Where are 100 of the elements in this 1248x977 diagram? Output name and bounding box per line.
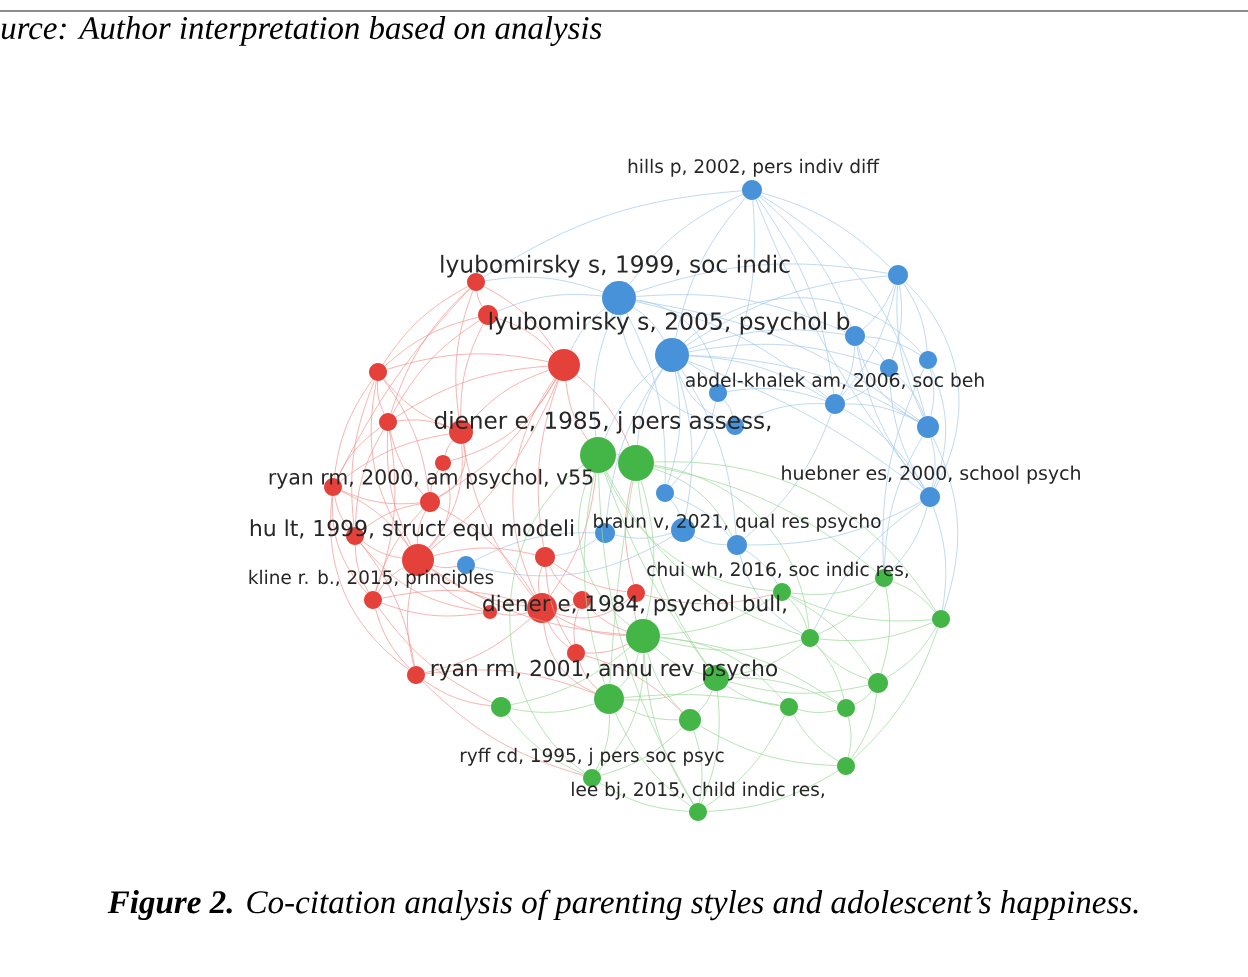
link-line (375, 430, 396, 592)
link-line (790, 595, 933, 622)
link-line (739, 554, 803, 634)
link-line (614, 712, 692, 807)
network-node (689, 803, 707, 821)
link-line (653, 461, 937, 612)
link-line (430, 568, 528, 607)
link-line (815, 644, 845, 700)
link-line (389, 430, 424, 495)
link-line (653, 464, 810, 630)
node-label: hu lt, 1999, struct equ modeli (250, 519, 574, 541)
link-line (593, 313, 613, 438)
link-line (744, 413, 832, 539)
link-line (506, 714, 584, 775)
link-line (623, 694, 781, 706)
network-node (837, 699, 855, 717)
network-node (364, 591, 382, 609)
link-line (688, 355, 827, 400)
link-line (550, 472, 597, 596)
link-line (635, 301, 828, 398)
network-node (420, 492, 440, 512)
node-label: abdel-khalek am, 2006, soc beh (685, 372, 984, 389)
link-line (852, 627, 939, 761)
link-line (647, 652, 683, 713)
link-line (629, 193, 744, 285)
link-line (705, 714, 786, 808)
node-label: lyubomirsky s, 2005, psychol b (489, 311, 850, 335)
link-line (510, 703, 595, 713)
network-node (548, 349, 580, 381)
network-node (626, 619, 660, 653)
link-line (880, 586, 891, 674)
link-line (370, 380, 410, 547)
link-line (392, 320, 480, 415)
node-label: huebner es, 2000, school psych (782, 465, 1080, 484)
link-line (497, 294, 603, 312)
network-node (801, 629, 819, 647)
link-line (383, 379, 429, 493)
link-line (839, 345, 855, 396)
link-line (932, 436, 959, 611)
link-line (793, 714, 839, 762)
network-node (888, 265, 908, 285)
link-line (381, 590, 528, 604)
link-line (931, 368, 947, 488)
link-line (355, 429, 384, 528)
link-line (693, 535, 728, 546)
node-label: lee bj, 2015, child indic res, (572, 781, 824, 800)
link-line (687, 362, 713, 386)
link-line (496, 612, 528, 616)
link-line (584, 655, 683, 713)
link-line (552, 562, 628, 593)
link-line (424, 617, 532, 674)
link-line (450, 378, 557, 461)
link-line (431, 568, 627, 635)
link-line (609, 480, 634, 685)
link-line (697, 690, 713, 713)
link-line (333, 379, 374, 479)
link-line (637, 369, 664, 446)
link-line (600, 727, 683, 776)
link-line (633, 307, 665, 341)
link-line (438, 443, 466, 498)
network-node (369, 363, 387, 381)
link-line (538, 566, 543, 594)
link-line (905, 281, 960, 489)
link-line (377, 380, 385, 415)
link-line (723, 399, 734, 418)
link-line (428, 443, 463, 549)
link-line (687, 329, 846, 350)
network-node (618, 445, 654, 481)
link-line (361, 503, 421, 531)
link-line (484, 276, 604, 293)
link-line (637, 480, 709, 668)
link-line (430, 379, 559, 551)
link-line (863, 340, 885, 361)
link-line (864, 336, 921, 356)
link-line (857, 345, 919, 422)
link-line (430, 469, 439, 493)
link-line (643, 652, 694, 805)
network-node (920, 487, 940, 507)
link-line (635, 299, 718, 385)
link-line (844, 374, 884, 401)
link-line (604, 365, 660, 439)
link-line (386, 353, 549, 370)
link-line (659, 637, 839, 704)
link-line (640, 480, 655, 620)
link-line (497, 318, 554, 354)
link-line (675, 197, 746, 339)
link-line (396, 419, 451, 428)
link-line (341, 490, 421, 505)
network-node (868, 673, 888, 693)
network-node (435, 455, 451, 471)
link-line (417, 510, 426, 545)
link-line (474, 535, 673, 577)
link-line (933, 506, 947, 611)
link-line (659, 639, 802, 651)
link-line (625, 480, 635, 585)
network-node (535, 547, 555, 567)
link-line (588, 606, 627, 632)
link-line (565, 380, 588, 441)
network-node (825, 394, 845, 414)
link-line (387, 430, 412, 546)
